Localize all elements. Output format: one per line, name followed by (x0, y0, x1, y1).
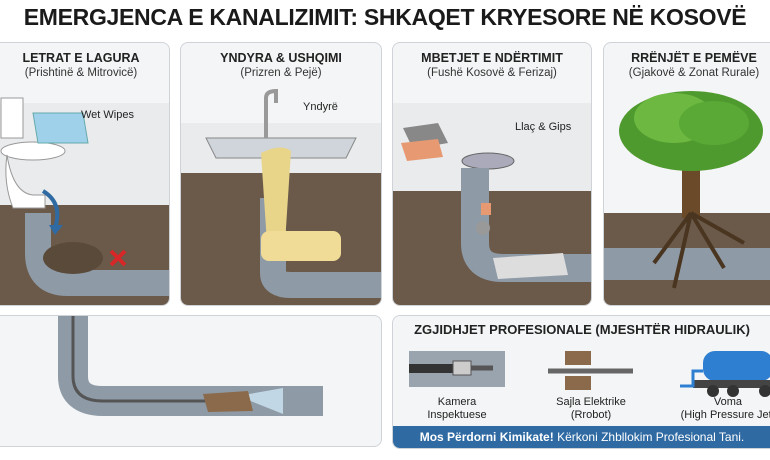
callout-label: Yndyrë (303, 101, 338, 113)
solutions-illustrations (409, 351, 770, 397)
panel-region: (Fushë Kosovë & Ferizaj) (427, 67, 557, 79)
solution-name: Voma (713, 396, 743, 408)
call-to-action-banner: Mos Përdorni Kimikate! Kërkoni Zhbllokim… (393, 426, 770, 448)
panel-grease: YNDYRA & USHQIMI (Prizren & Pejë) Yndyrë (180, 42, 382, 306)
callout-label: Wet Wipes (81, 109, 134, 121)
panel-region: (Prishtinë & Mitrovicë) (24, 67, 138, 79)
solution-cable: Sajla Elektrike(Rrobot) (531, 396, 651, 422)
panel-wet-wipes: LETRAT E LAGURA (Prishtinë & Mitrovicë) … (0, 42, 170, 306)
panel-region: (Prizren & Pejë) (240, 67, 322, 79)
panel-heading: YNDYRA & USHQIMI (220, 51, 342, 65)
solution-name: Kamera (437, 396, 477, 408)
panel-jetting (0, 315, 382, 447)
panel-construction: MBETJET E NDËRTIMIT (Fushë Kosovë & Feri… (392, 42, 592, 306)
solution-detail: Inspektuese (427, 409, 487, 421)
solution-detail: (Rrobot) (570, 409, 612, 421)
solution-name: Sajla Elektrike (556, 396, 626, 408)
banner-warning: Mos Përdorni Kimikate! (419, 430, 554, 444)
cable-icon (548, 351, 633, 390)
panel-tree-roots: RRËNJËT E PEMËVE (Gjakovë & Zonat Rurale… (603, 42, 770, 306)
tree-roots-illustration (604, 91, 770, 305)
solution-jet: Voma(High Pressure Jet) (663, 396, 770, 422)
jetting-pipe-illustration (58, 316, 323, 416)
panel-heading: LETRAT E LAGURA (22, 51, 140, 65)
panel-solutions: ZGJIDHJET PROFESIONALE (MJESHTËR HIDRAUL… (392, 315, 770, 449)
panel-heading: MBETJET E NDËRTIMIT (421, 51, 563, 65)
banner-text: Kërkoni Zhbllokim Profesional Tani. (553, 430, 745, 444)
page-title: EMERGJENCA E KANALIZIMIT: SHKAQET KRYESO… (23, 4, 747, 30)
panel-region: (Gjakovë & Zonat Rurale) (628, 67, 760, 79)
debris-pipe-illustration (393, 103, 591, 305)
sink-grease-illustration (181, 88, 381, 305)
truck-icon (680, 351, 770, 397)
toilet-pipe-illustration (0, 97, 169, 305)
callout-label: Llaç & Gips (515, 121, 572, 133)
camera-icon (409, 351, 505, 387)
solution-detail: (High Pressure Jet) (680, 409, 770, 421)
panel-heading: RRËNJËT E PEMËVE (631, 51, 757, 65)
solutions-heading: ZGJIDHJET PROFESIONALE (MJESHTËR HIDRAUL… (414, 322, 750, 337)
